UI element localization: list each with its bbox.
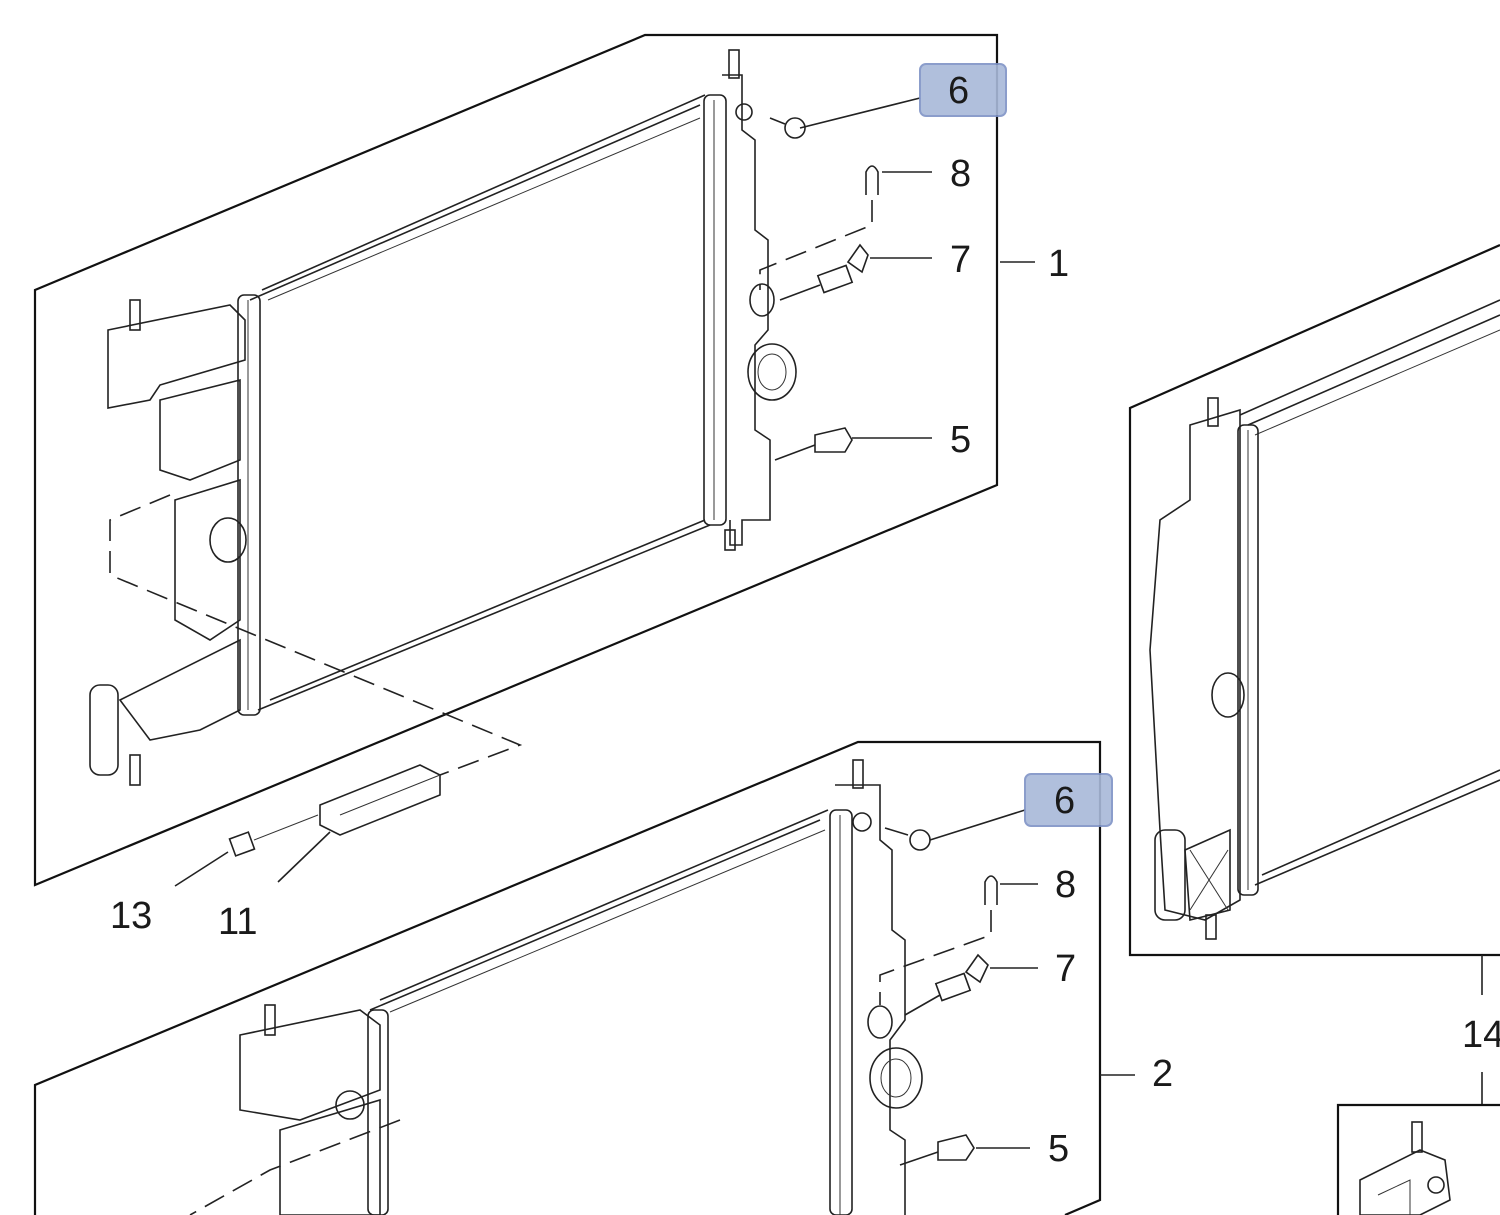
callout-8-bottom[interactable]: 8 (1055, 864, 1076, 906)
part-13-clip (228, 831, 256, 857)
callout-13[interactable]: 13 (110, 895, 152, 937)
panel-4-frame (1336, 1103, 1500, 1215)
callout-6-top[interactable]: 6 (948, 70, 969, 112)
panel-1-dashed-leader (109, 494, 523, 776)
part-6-bolt-top (769, 117, 806, 139)
part-5-plug-bottom (899, 1134, 975, 1166)
panel-2-radiator-core (239, 759, 923, 1215)
callout-14[interactable]: 14 (1462, 1014, 1500, 1056)
panel-3-radiator-core (1149, 299, 1500, 940)
panel-4-bracket (1359, 1121, 1451, 1215)
callout-7-top[interactable]: 7 (950, 239, 971, 281)
part-8-clip-bottom (984, 875, 998, 905)
part-7-sensor-top (779, 243, 869, 301)
callout-6-top-highlight (919, 63, 1007, 117)
panel-2-frame (33, 740, 1102, 1215)
part-5-plug-top (774, 427, 853, 461)
callout-7-bottom[interactable]: 7 (1055, 948, 1076, 990)
part-8-clip-top (865, 165, 879, 195)
part-11-deflector (319, 764, 441, 836)
panel-1-radiator-assembly: 6 8 7 1 5 13 11 (33, 33, 1069, 943)
callout-11[interactable]: 11 (218, 901, 257, 943)
part-7-sensor-bottom (904, 953, 989, 1016)
panel-1-radiator-core (89, 49, 797, 786)
callout-6-bottom[interactable]: 6 (1054, 780, 1075, 822)
panel-2-radiator-assembly: 6 8 7 2 5 (33, 740, 1173, 1215)
part-6-bolt-bottom (884, 827, 931, 851)
callout-2[interactable]: 2 (1152, 1053, 1173, 1095)
callout-5-top[interactable]: 5 (950, 419, 971, 461)
callout-8-top[interactable]: 8 (950, 153, 971, 195)
panel-4-assembly (1336, 1103, 1500, 1215)
callout-1[interactable]: 1 (1048, 243, 1069, 285)
panel-1-frame (33, 33, 999, 887)
panel-3-frame (1128, 243, 1500, 957)
callout-6-bottom-highlight (1024, 773, 1113, 827)
panel-3-radiator-assembly: 14 (1128, 243, 1500, 1105)
callout-5-bottom[interactable]: 5 (1048, 1128, 1069, 1170)
